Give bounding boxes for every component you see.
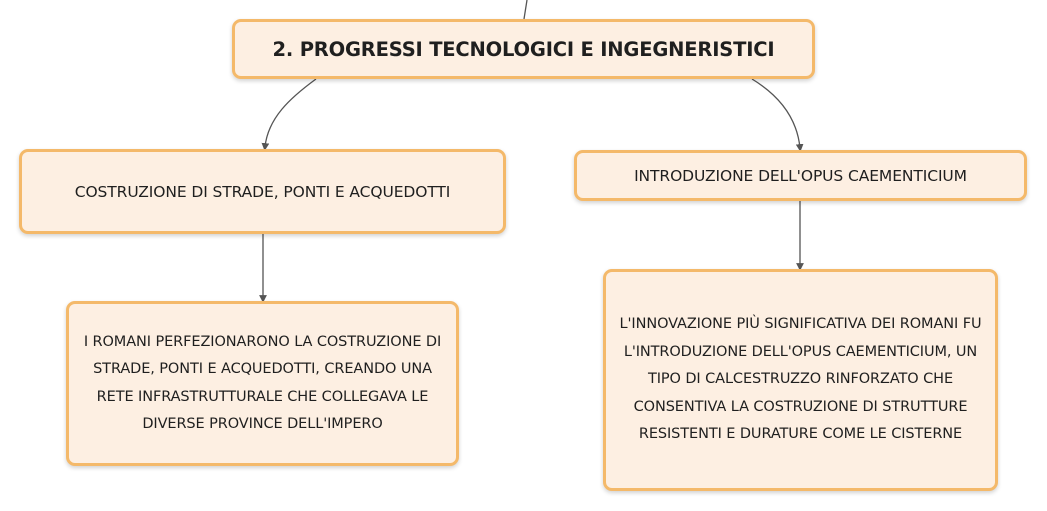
connector-from-parent	[523, 0, 528, 20]
branch-node-opus[interactable]: INTRODUZIONE DELL'OPUS CAEMENTICIUM	[574, 150, 1027, 201]
connector-root-to-left	[261, 78, 317, 151]
branch-node-roads[interactable]: COSTRUZIONE DI STRADE, PONTI E ACQUEDOTT…	[19, 149, 506, 234]
branch-label-roads: COSTRUZIONE DI STRADE, PONTI E ACQUEDOTT…	[74, 182, 451, 201]
branch-label-opus: INTRODUZIONE DELL'OPUS CAEMENTICIUM	[634, 166, 967, 185]
root-topic-node[interactable]: 2. PROGRESSI TECNOLOGICI E INGEGNERISTIC…	[232, 19, 815, 79]
connector-root-to-right	[751, 78, 804, 152]
detail-node-opus[interactable]: L'INNOVAZIONE PIÙ SIGNIFICATIVA DEI ROMA…	[603, 269, 998, 491]
detail-text-roads: I ROMANI PERFEZIONARONO LA COSTRUZIONE D…	[83, 333, 442, 433]
detail-text-opus: L'INNOVAZIONE PIÙ SIGNIFICATIVA DEI ROMA…	[619, 316, 982, 443]
detail-node-roads[interactable]: I ROMANI PERFEZIONARONO LA COSTRUZIONE D…	[66, 301, 459, 466]
root-topic-label: 2. PROGRESSI TECNOLOGICI E INGEGNERISTIC…	[272, 37, 775, 61]
